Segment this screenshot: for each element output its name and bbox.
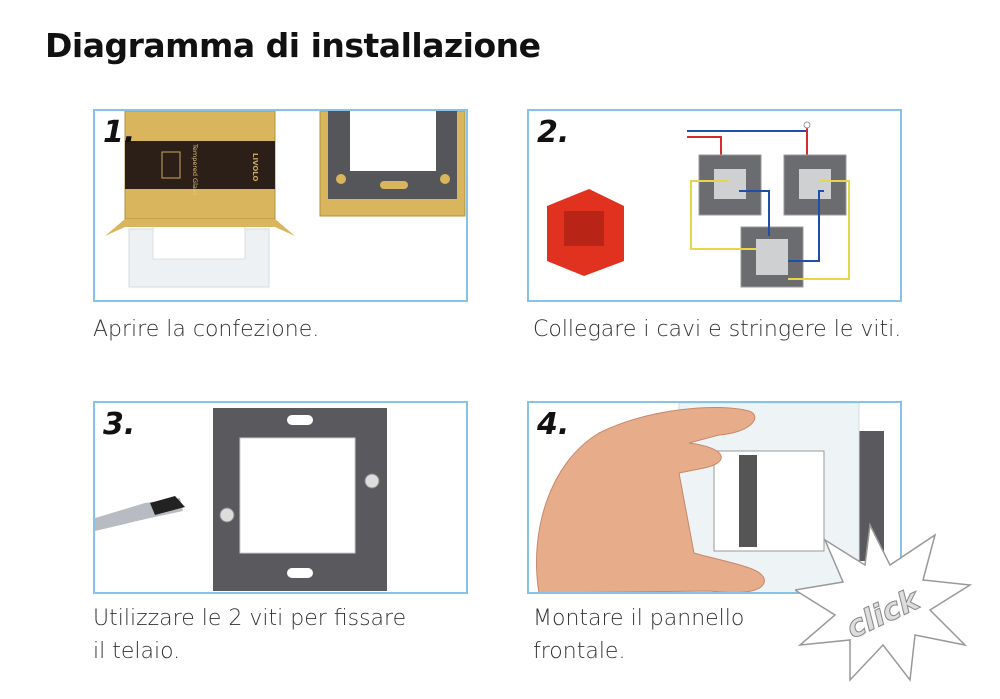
step-1-caption: Aprire la confezione. [93, 317, 320, 342]
step-number: 3. [103, 407, 136, 442]
step-number: 1. [103, 115, 136, 150]
wiring-illustration [547, 121, 850, 288]
step-2-panel: 2. [527, 109, 902, 302]
box-brand-logo: LIVOLO [251, 153, 259, 182]
caption-line: Utilizzare le 2 viti per fissare [93, 606, 407, 631]
step-2-caption: Collegare i cavi e stringere le viti. [533, 317, 902, 342]
caption-line: frontale. [533, 639, 626, 664]
package-illustration: Tempered Glass LIVOLO [105, 111, 466, 288]
caption-line: Montare il pannello [533, 606, 745, 631]
step-4-caption: Montare il pannello frontale. [533, 602, 744, 668]
page-title: Diagramma di installazione [45, 26, 541, 65]
caption-line: il telaio. [93, 639, 181, 664]
mounting-box [547, 189, 624, 276]
click-starburst-badge: click [795, 522, 973, 682]
step-number: 2. [537, 115, 570, 150]
box-label: Tempered Glass [191, 143, 199, 196]
step-3-caption: Utilizzare le 2 viti per fissare il tela… [93, 602, 406, 668]
step-1-panel: 1. Tempered Glass LIVOLO [93, 109, 468, 302]
frame-fixing-illustration [95, 408, 387, 591]
step-number: 4. [537, 407, 570, 442]
step-3-panel: 3. [93, 401, 468, 594]
